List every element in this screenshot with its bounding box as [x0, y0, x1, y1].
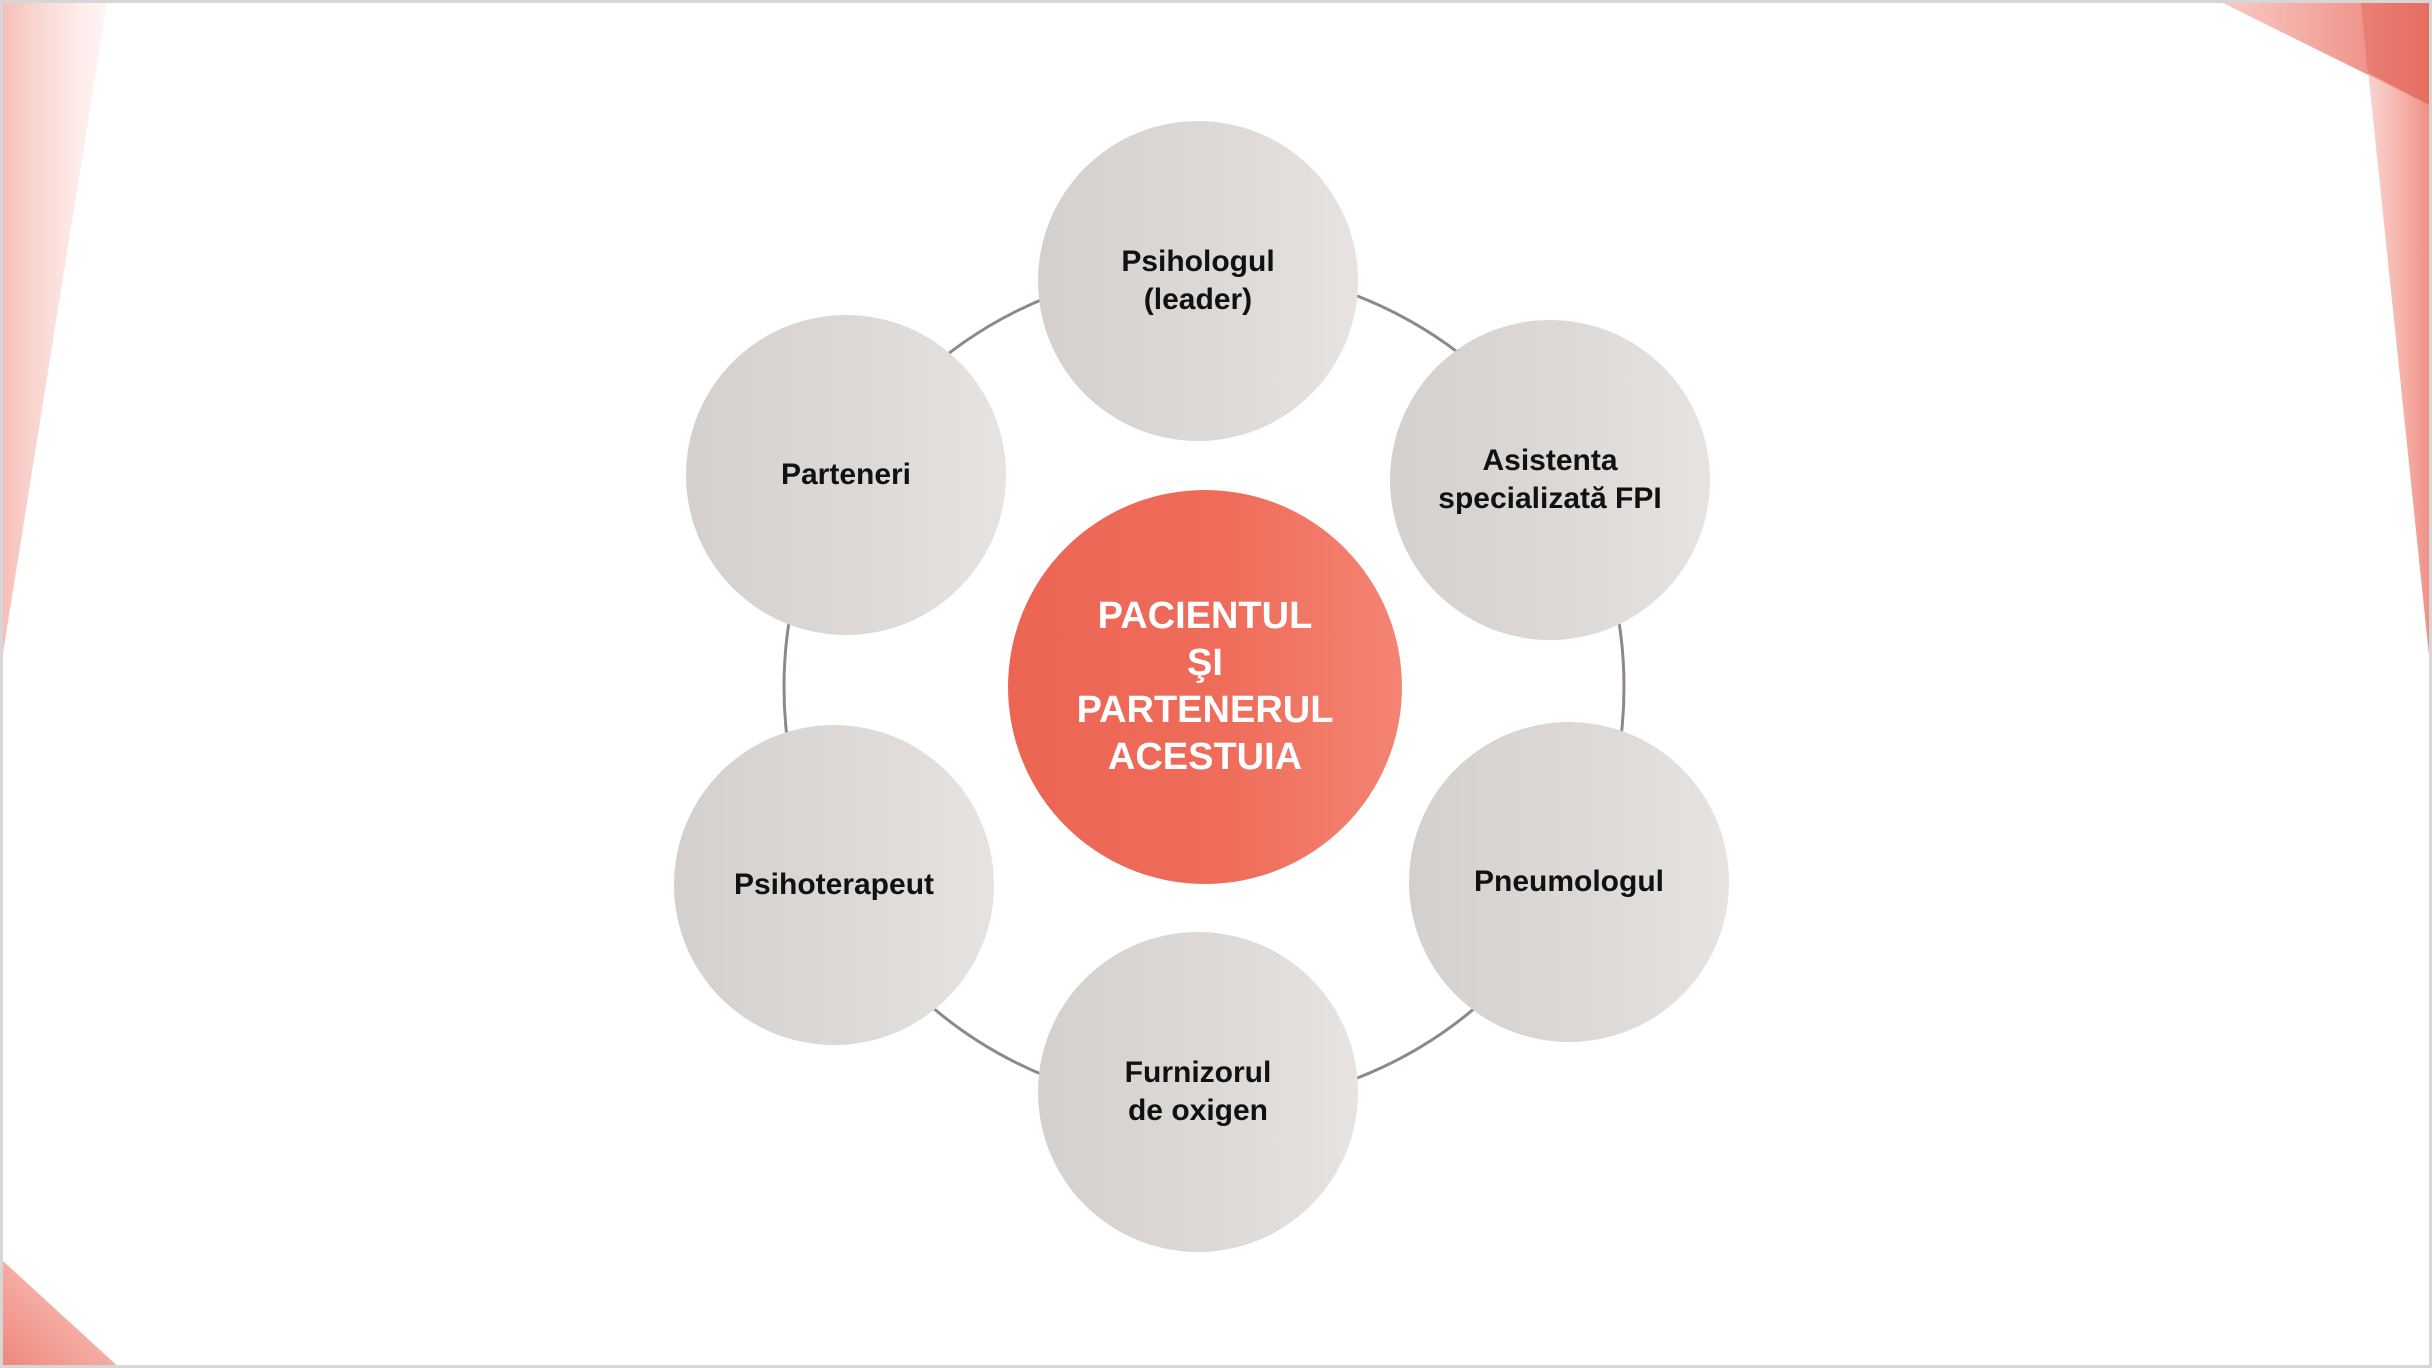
node-psihologul: Psihologul (leader): [1038, 121, 1358, 441]
slide-decoration: [3, 3, 2429, 1365]
node-psihoterapeut: Psihoterapeut: [674, 725, 994, 1045]
node-furnizorul: Furnizorul de oxigen: [1038, 932, 1358, 1252]
node-label: Asistenta specializată FPI: [1438, 444, 1662, 515]
corner-shape-right: [2361, 3, 2429, 656]
node-label: Parteneri: [780, 458, 912, 491]
corner-shape-top-right-dark: [2361, 3, 2429, 105]
node-pneumologul: Pneumologul: [1409, 722, 1729, 1042]
corner-shape-bottom-left: [3, 1261, 117, 1365]
node-parteneri: Parteneri: [686, 315, 1006, 635]
node-label: Psihologul (leader): [1121, 245, 1275, 316]
node-asistenta: Asistenta specializată FPI: [1390, 320, 1710, 640]
center-node: PACIENTUL ŞI PARTENERUL ACESTUIA: [1008, 490, 1402, 884]
corner-shape-top-left: [3, 3, 107, 653]
node-label: Pneumologul: [1474, 865, 1664, 898]
center-node-label: PACIENTUL ŞI PARTENERUL ACESTUIA: [1076, 595, 1334, 778]
node-label: Furnizorul de oxigen: [1124, 1056, 1272, 1127]
node-label: Psihoterapeut: [733, 868, 935, 901]
